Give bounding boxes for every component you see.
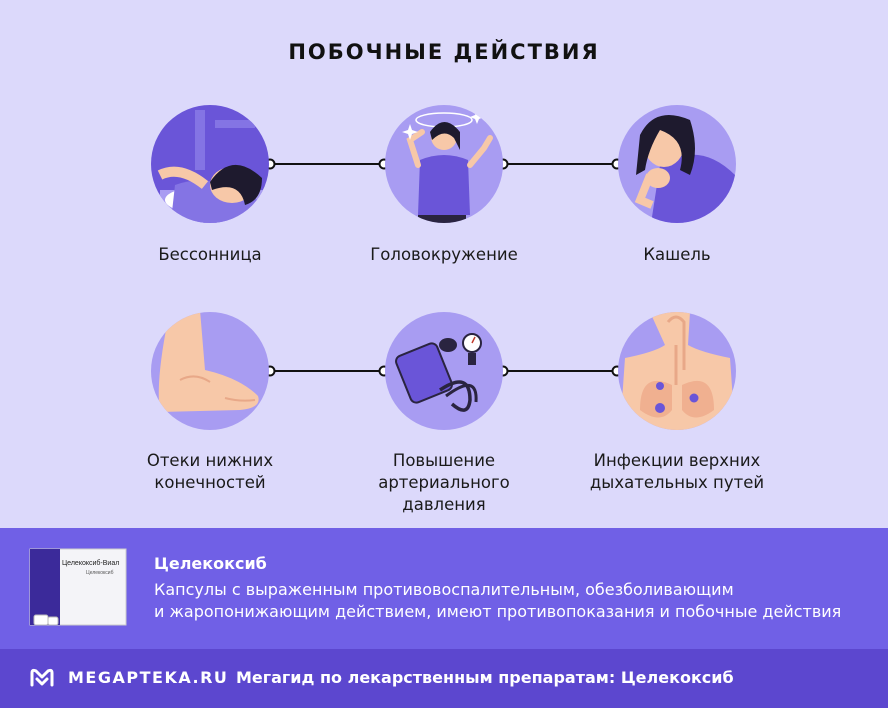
drug-description-line2: и жаропонижающим действием, имеют против… <box>154 602 842 621</box>
drug-info-band <box>0 528 888 649</box>
dizziness-icon <box>385 105 503 223</box>
effect-label-pressure-line2: артериального давления <box>378 473 510 514</box>
effect-label-dizziness: Головокружение <box>370 245 518 264</box>
effect-label-edema: Отеки нижних конечностей <box>100 450 320 494</box>
page-title: ПОБОЧНЫЕ ДЕЙСТВИЯ <box>288 40 600 64</box>
drug-description-line1: Капсулы с выраженным противовоспалительн… <box>154 580 734 599</box>
cough-icon <box>618 105 736 223</box>
effect-label-infection-line1: Инфекции верхних <box>593 451 761 470</box>
effect-label-insomnia: Бессонница <box>158 245 262 264</box>
insomnia-icon <box>151 105 269 223</box>
side-effects-illustration <box>151 105 736 430</box>
drug-package-image: Целекоксиб-Виал Целекоксиб <box>29 548 127 626</box>
brand-name[interactable]: MEGAPTEKA.RU <box>68 668 229 687</box>
megapteka-logo-icon[interactable] <box>28 665 56 689</box>
blood-pressure-icon <box>385 312 503 430</box>
effect-label-infection-line2: дыхательных путей <box>589 473 765 492</box>
effect-label-cough: Кашель <box>643 245 711 264</box>
drug-description: Капсулы с выраженным противовоспалительн… <box>154 579 874 623</box>
swollen-foot-icon <box>151 312 269 430</box>
pack-name: Целекоксиб-Виал <box>62 559 119 567</box>
footer-tagline: Мегагид по лекарственным препаратам: Цел… <box>236 668 734 687</box>
pack-subname: Целекоксиб <box>86 570 114 576</box>
effect-label-infection: Инфекции верхних дыхательных путей <box>567 450 787 494</box>
drug-name: Целекоксиб <box>154 554 267 573</box>
effect-label-pressure-line1: Повышение <box>392 451 496 470</box>
effect-label-edema-line1: Отеки нижних <box>146 451 274 470</box>
lungs-infection-icon <box>618 312 736 430</box>
footer-bar <box>0 649 888 708</box>
effect-label-pressure: Повышение артериального давления <box>334 450 554 516</box>
effect-label-edema-line2: конечностей <box>154 473 266 492</box>
